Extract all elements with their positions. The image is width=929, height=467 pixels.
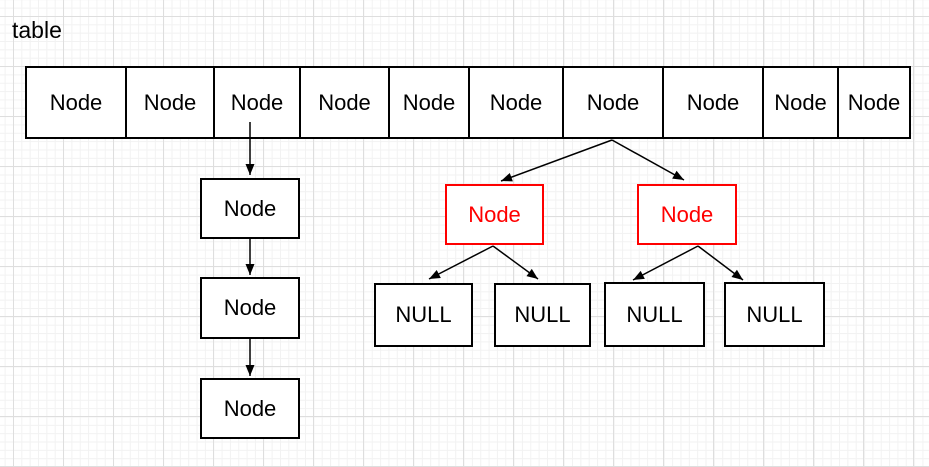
table-cell-label: Node	[847, 89, 901, 115]
table-cell-7[interactable]: Node	[664, 68, 764, 137]
table-cell-5[interactable]: Node	[470, 68, 564, 137]
chain-node-label: Node	[223, 395, 277, 421]
null-node-2[interactable]: NULL	[604, 282, 705, 347]
table-cell-label: Node	[586, 89, 640, 115]
chain-node-label: Node	[223, 195, 277, 221]
null-node-1[interactable]: NULL	[494, 283, 591, 347]
arrow-red1-to-null3	[697, 245, 744, 281]
null-node-label: NULL	[514, 302, 571, 327]
red-node-label: Node	[468, 201, 521, 227]
null-node-label: NULL	[626, 301, 683, 327]
chain-node-1[interactable]: Node	[200, 277, 300, 339]
table-cell-label: Node	[402, 89, 456, 115]
table-cell-label: Node	[318, 89, 371, 115]
null-node-0[interactable]: NULL	[374, 283, 473, 347]
table-cell-label: Node	[774, 89, 827, 115]
arrow-red0-to-null0	[428, 245, 494, 280]
chain-node-label: Node	[223, 295, 277, 320]
arrow-red1-to-null2	[632, 245, 699, 281]
table-cell-label: Node	[230, 89, 284, 115]
table-cell-label: Node	[489, 89, 543, 115]
arrow-red0-to-null1	[492, 245, 539, 280]
arrow-cell7-to-red1	[611, 139, 685, 181]
null-node-label: NULL	[746, 301, 803, 327]
table-cell-2[interactable]: Node	[215, 68, 301, 137]
hash-table-row: Node Node Node Node Node Node Node Node …	[25, 66, 911, 139]
table-cell-label: Node	[143, 89, 197, 115]
table-cell-label: Node	[49, 89, 103, 115]
chain-node-0[interactable]: Node	[200, 178, 300, 239]
table-cell-1[interactable]: Node	[127, 68, 215, 137]
table-cell-9[interactable]: Node	[839, 68, 909, 137]
table-cell-3[interactable]: Node	[301, 68, 390, 137]
table-cell-0[interactable]: Node	[27, 68, 127, 137]
table-label[interactable]: table	[12, 17, 62, 43]
red-node-1[interactable]: Node	[637, 184, 737, 245]
red-node-label: Node	[660, 201, 714, 227]
table-cell-4[interactable]: Node	[390, 68, 470, 137]
red-node-0[interactable]: Node	[445, 184, 544, 245]
table-cell-label: Node	[686, 89, 740, 115]
null-node-3[interactable]: NULL	[724, 282, 825, 347]
chain-node-2[interactable]: Node	[200, 378, 300, 439]
arrow-cell7-to-red0	[500, 139, 613, 182]
null-node-label: NULL	[395, 302, 452, 327]
table-cell-8[interactable]: Node	[764, 68, 839, 137]
table-cell-6[interactable]: Node	[564, 68, 664, 137]
